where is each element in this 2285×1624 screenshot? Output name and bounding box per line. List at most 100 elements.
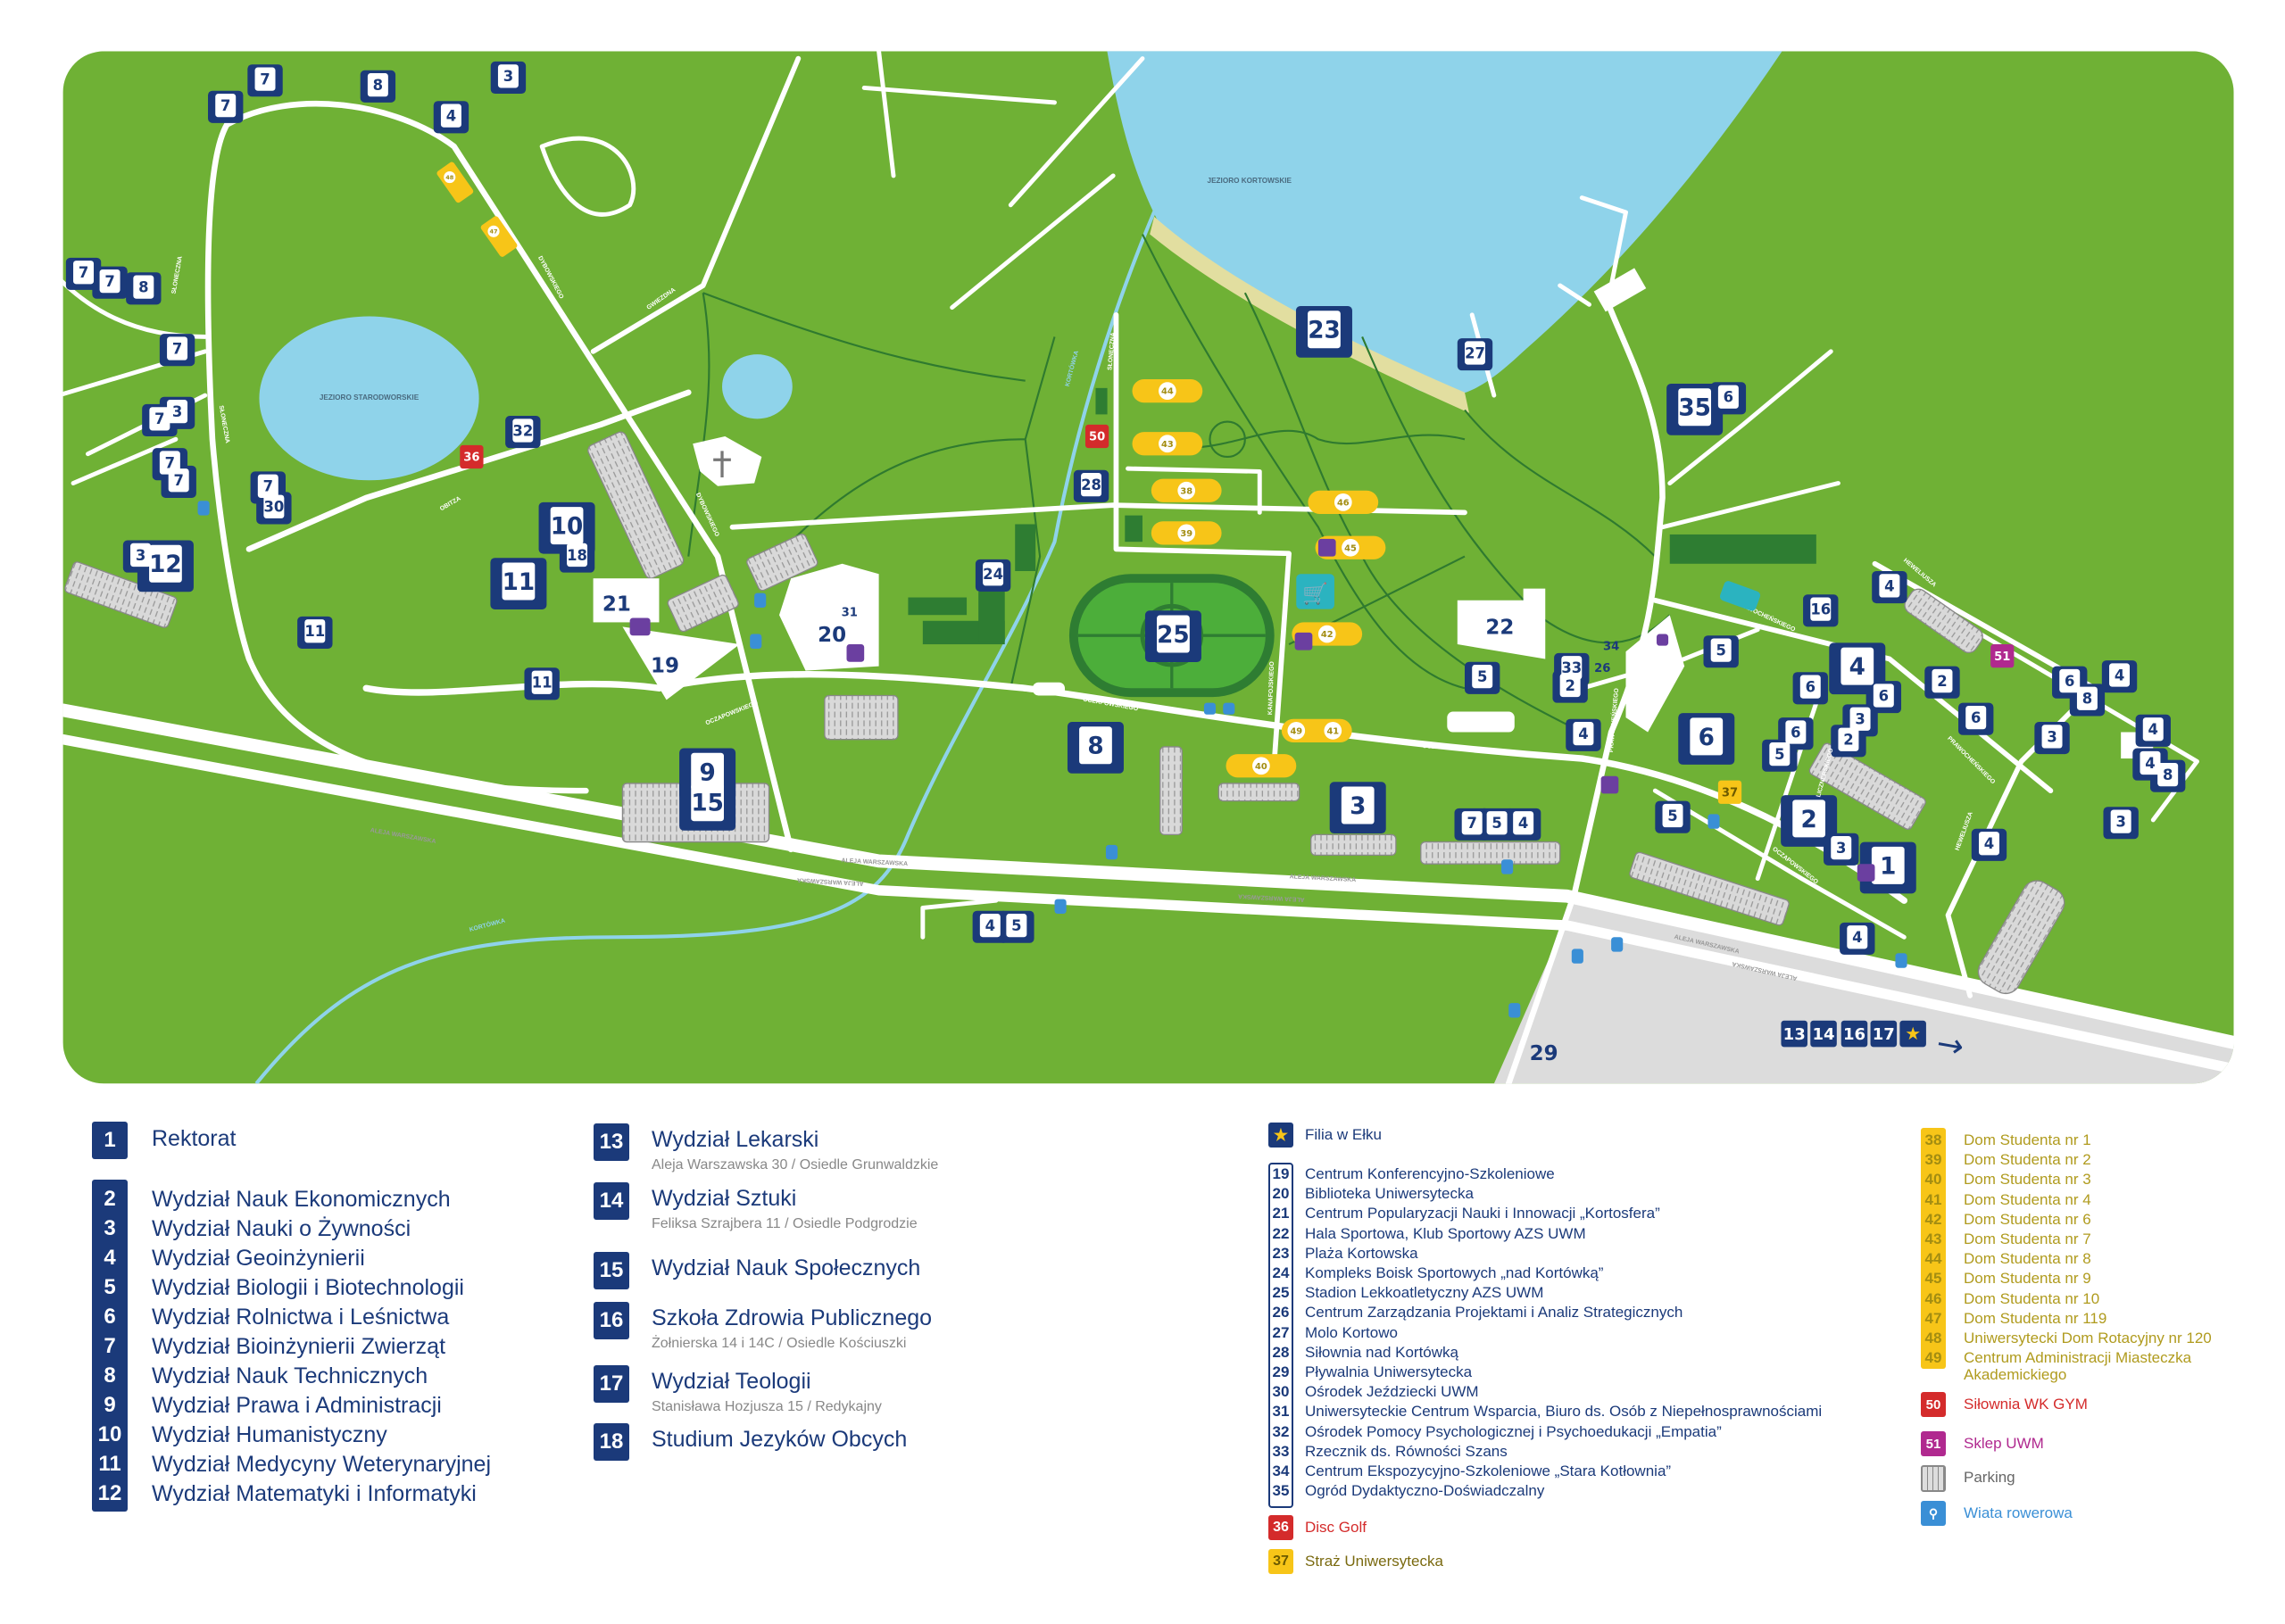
bus-stop-icon[interactable] bbox=[1501, 859, 1514, 874]
map-marker-label[interactable]: 39 bbox=[1180, 529, 1192, 539]
restaurant-icon[interactable] bbox=[1600, 775, 1619, 794]
map-marker-label[interactable]: 42 bbox=[1321, 630, 1334, 640]
map-marker-label[interactable]: 11 bbox=[304, 623, 325, 640]
dorm-building[interactable] bbox=[479, 215, 518, 258]
map-marker-label[interactable]: 32 bbox=[512, 422, 533, 439]
map-marker-label[interactable]: 36 bbox=[463, 452, 479, 465]
map-marker-label[interactable]: 5 bbox=[1011, 917, 1021, 934]
map-marker-label[interactable]: 29 bbox=[1530, 1042, 1558, 1065]
map-marker-label[interactable]: 8 bbox=[138, 279, 148, 296]
map-marker-label[interactable]: 2 bbox=[1843, 732, 1853, 749]
map-marker-label[interactable]: 23 bbox=[1308, 318, 1341, 344]
restaurant-icon[interactable] bbox=[1294, 632, 1313, 650]
bike-shelter-icon[interactable] bbox=[750, 634, 762, 649]
map-marker-label[interactable]: 26 bbox=[1594, 662, 1610, 675]
map-marker-label[interactable]: 34 bbox=[1603, 640, 1619, 653]
map-marker-label[interactable]: 22 bbox=[1485, 617, 1514, 640]
map-marker-label[interactable]: 4 bbox=[1849, 654, 1865, 681]
map-marker-label[interactable]: 27 bbox=[1465, 344, 1485, 361]
map-marker-label[interactable]: 48 bbox=[445, 174, 454, 181]
map-marker-label[interactable]: 25 bbox=[1157, 622, 1190, 649]
map-marker-label[interactable]: 3 bbox=[1836, 840, 1846, 857]
map-marker-label[interactable]: 2 bbox=[1565, 677, 1575, 694]
map-marker-label[interactable]: 19 bbox=[651, 654, 679, 677]
map-marker-label[interactable]: 12 bbox=[149, 551, 182, 578]
map-marker-label[interactable]: 11 bbox=[503, 569, 536, 596]
map-marker-label[interactable]: 4 bbox=[1518, 815, 1528, 832]
map-marker-label[interactable]: 4 bbox=[2145, 755, 2155, 772]
map-marker-label[interactable]: 8 bbox=[2163, 766, 2173, 783]
bike-shelter-icon[interactable] bbox=[1203, 702, 1217, 715]
map-marker-label[interactable]: 7 bbox=[104, 273, 114, 290]
map-marker-label[interactable]: 6 bbox=[1879, 687, 1889, 704]
map-marker-label[interactable]: 46 bbox=[1337, 498, 1350, 508]
map-marker-label[interactable]: 37 bbox=[1722, 787, 1738, 800]
map-marker-label[interactable]: 16 bbox=[1810, 601, 1831, 618]
map-marker-label[interactable]: 2 bbox=[1801, 807, 1817, 833]
map-marker-label[interactable]: 1 bbox=[1880, 853, 1896, 880]
map-marker-label[interactable]: 21 bbox=[602, 592, 631, 616]
map-marker-label[interactable]: 6 bbox=[1699, 725, 1715, 751]
map-marker-label[interactable]: 41 bbox=[1326, 726, 1339, 736]
map-marker-label[interactable]: 6 bbox=[1806, 679, 1816, 696]
map-marker-label[interactable]: 5 bbox=[1477, 668, 1487, 685]
map-marker-label[interactable]: 43 bbox=[1161, 440, 1174, 450]
map-marker-label[interactable]: 8 bbox=[2082, 691, 2092, 708]
map-marker-label[interactable]: 30 bbox=[263, 499, 284, 516]
restaurant-icon[interactable] bbox=[1656, 634, 1669, 646]
map-marker-label[interactable]: 3 bbox=[136, 547, 145, 564]
bike-shelter-icon[interactable] bbox=[754, 592, 767, 609]
bus-stop-icon[interactable] bbox=[1105, 844, 1118, 860]
map-marker-label[interactable]: 4 bbox=[1578, 725, 1588, 742]
restaurant-icon[interactable] bbox=[1317, 538, 1336, 557]
map-marker-label[interactable]: 3 bbox=[1855, 711, 1865, 728]
map-marker-label[interactable]: 7 bbox=[263, 478, 273, 495]
map-marker-label[interactable]: 28 bbox=[1081, 476, 1101, 493]
map-marker-label[interactable]: 7 bbox=[154, 410, 164, 427]
bike-shelter-icon[interactable] bbox=[197, 501, 210, 516]
map-marker-label[interactable]: 5 bbox=[1774, 746, 1784, 763]
dorm-building[interactable] bbox=[436, 161, 474, 203]
map-marker-label[interactable]: 45 bbox=[1344, 543, 1357, 553]
restaurant-icon[interactable] bbox=[1857, 864, 1875, 882]
map-marker-label[interactable]: 7 bbox=[173, 472, 183, 489]
map-marker-label[interactable]: 14 bbox=[1812, 1025, 1834, 1044]
map-marker-label[interactable]: 3 bbox=[2047, 728, 2056, 745]
map-marker-label[interactable]: 6 bbox=[1791, 724, 1800, 741]
map-marker-label[interactable]: 49 bbox=[1290, 726, 1302, 736]
map-marker-label[interactable]: 15 bbox=[691, 791, 724, 817]
map-marker-label[interactable]: 4 bbox=[1984, 835, 1994, 852]
map-marker-label[interactable]: 10 bbox=[551, 514, 584, 541]
map-marker-label[interactable]: 4 bbox=[1884, 577, 1894, 594]
map-marker-label[interactable]: 18 bbox=[567, 547, 587, 564]
map-marker-label[interactable]: 38 bbox=[1180, 486, 1192, 496]
campus-map[interactable]: SŁONECZNASŁONECZNASŁONECZNADYBOWSKIEGODY… bbox=[0, 0, 2285, 1106]
bus-stop-icon[interactable] bbox=[1054, 899, 1067, 914]
map-marker-label[interactable]: 50 bbox=[1089, 431, 1105, 444]
shop-icon[interactable] bbox=[1296, 574, 1334, 609]
map-marker-label[interactable]: 5 bbox=[1716, 642, 1725, 659]
restaurant-icon[interactable] bbox=[629, 617, 651, 636]
map-marker-label[interactable]: 9 bbox=[699, 759, 715, 786]
map-marker-label[interactable]: 20 bbox=[818, 624, 846, 647]
map-marker-label[interactable]: 4 bbox=[2115, 667, 2124, 684]
bus-stop-icon[interactable] bbox=[1611, 937, 1624, 952]
map-marker-label[interactable]: 7 bbox=[165, 454, 175, 471]
map-marker-label[interactable]: 24 bbox=[983, 566, 1003, 583]
map-marker-label[interactable]: 7 bbox=[79, 264, 88, 281]
map-marker-label[interactable]: 3 bbox=[2115, 814, 2125, 831]
map-marker-label[interactable]: 31 bbox=[842, 607, 858, 620]
map-marker-label[interactable]: 4 bbox=[446, 108, 456, 125]
map-marker-label[interactable]: 7 bbox=[1467, 815, 1476, 832]
map-marker-label[interactable]: 7 bbox=[220, 97, 230, 114]
map-marker-label[interactable]: 3 bbox=[503, 68, 513, 85]
map-marker-label[interactable]: 47 bbox=[489, 228, 498, 236]
restaurant-icon[interactable] bbox=[846, 644, 865, 662]
map-marker-label[interactable]: 6 bbox=[2065, 673, 2074, 690]
map-marker-label[interactable]: 6 bbox=[1971, 709, 1981, 726]
map-marker-label[interactable]: 17 bbox=[1873, 1025, 1895, 1044]
map-marker-label[interactable]: 44 bbox=[1161, 387, 1174, 397]
shop-icon[interactable] bbox=[1719, 580, 1762, 612]
map-marker-label[interactable]: 51 bbox=[1994, 650, 2010, 664]
bike-shelter-icon[interactable] bbox=[1223, 702, 1235, 715]
